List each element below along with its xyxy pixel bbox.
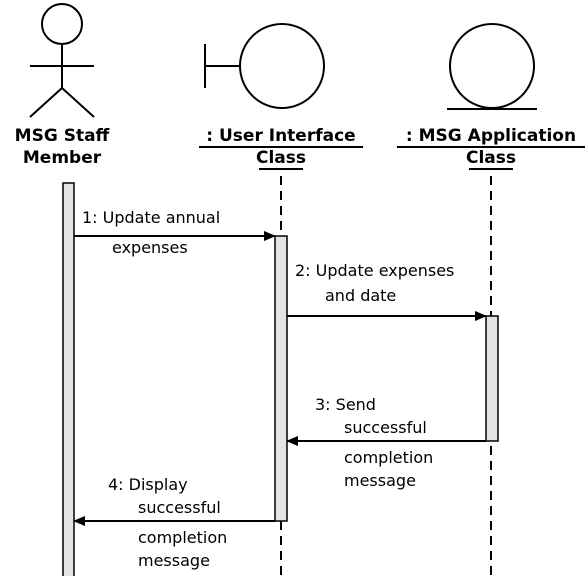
message-label-line: and date xyxy=(325,286,396,305)
message-label-line: message xyxy=(344,471,416,490)
message-label-line: 1: Update annual xyxy=(82,208,220,227)
participant-name-line-2: Class xyxy=(256,148,306,168)
message-label-line: expenses xyxy=(112,238,188,257)
message-1: 1: Update annual expenses xyxy=(74,208,276,257)
participant-name-line-2: Class xyxy=(466,148,516,168)
boundary-icon xyxy=(204,23,325,109)
participant-msg-staff-member: MSG Staff Member xyxy=(15,3,110,168)
message-label-line: completion xyxy=(344,448,433,467)
message-label-line: 4: Display xyxy=(108,475,188,494)
message-label-line: 3: Send xyxy=(315,395,376,414)
participant-name-line-1: MSG Staff xyxy=(15,126,110,146)
participant-name-line-1: : User Interface xyxy=(206,126,355,146)
message-4: 4: Display successful completion message xyxy=(73,475,275,570)
message-label-line: successful xyxy=(138,498,221,517)
participant-msg-application-class: : MSG Application Class xyxy=(397,23,585,170)
activation-bar-user-interface xyxy=(274,235,288,522)
message-label-line: message xyxy=(138,551,210,570)
message-3: 3: Send successful completion message xyxy=(286,395,486,490)
activation-bar-msg-application xyxy=(485,315,499,442)
message-label-line: 2: Update expenses xyxy=(295,261,454,280)
entity-icon xyxy=(447,23,537,110)
message-label-line: completion xyxy=(138,528,227,547)
participant-name-line-1: : MSG Application xyxy=(406,126,576,146)
participant-user-interface-class: : User Interface Class xyxy=(199,23,363,170)
participant-name-line-2: Member xyxy=(23,148,102,168)
activation-bar-staff xyxy=(62,182,75,576)
message-2: 2: Update expenses and date xyxy=(287,261,487,321)
stick-figure-icon xyxy=(29,3,95,118)
message-label-line: successful xyxy=(344,418,427,437)
